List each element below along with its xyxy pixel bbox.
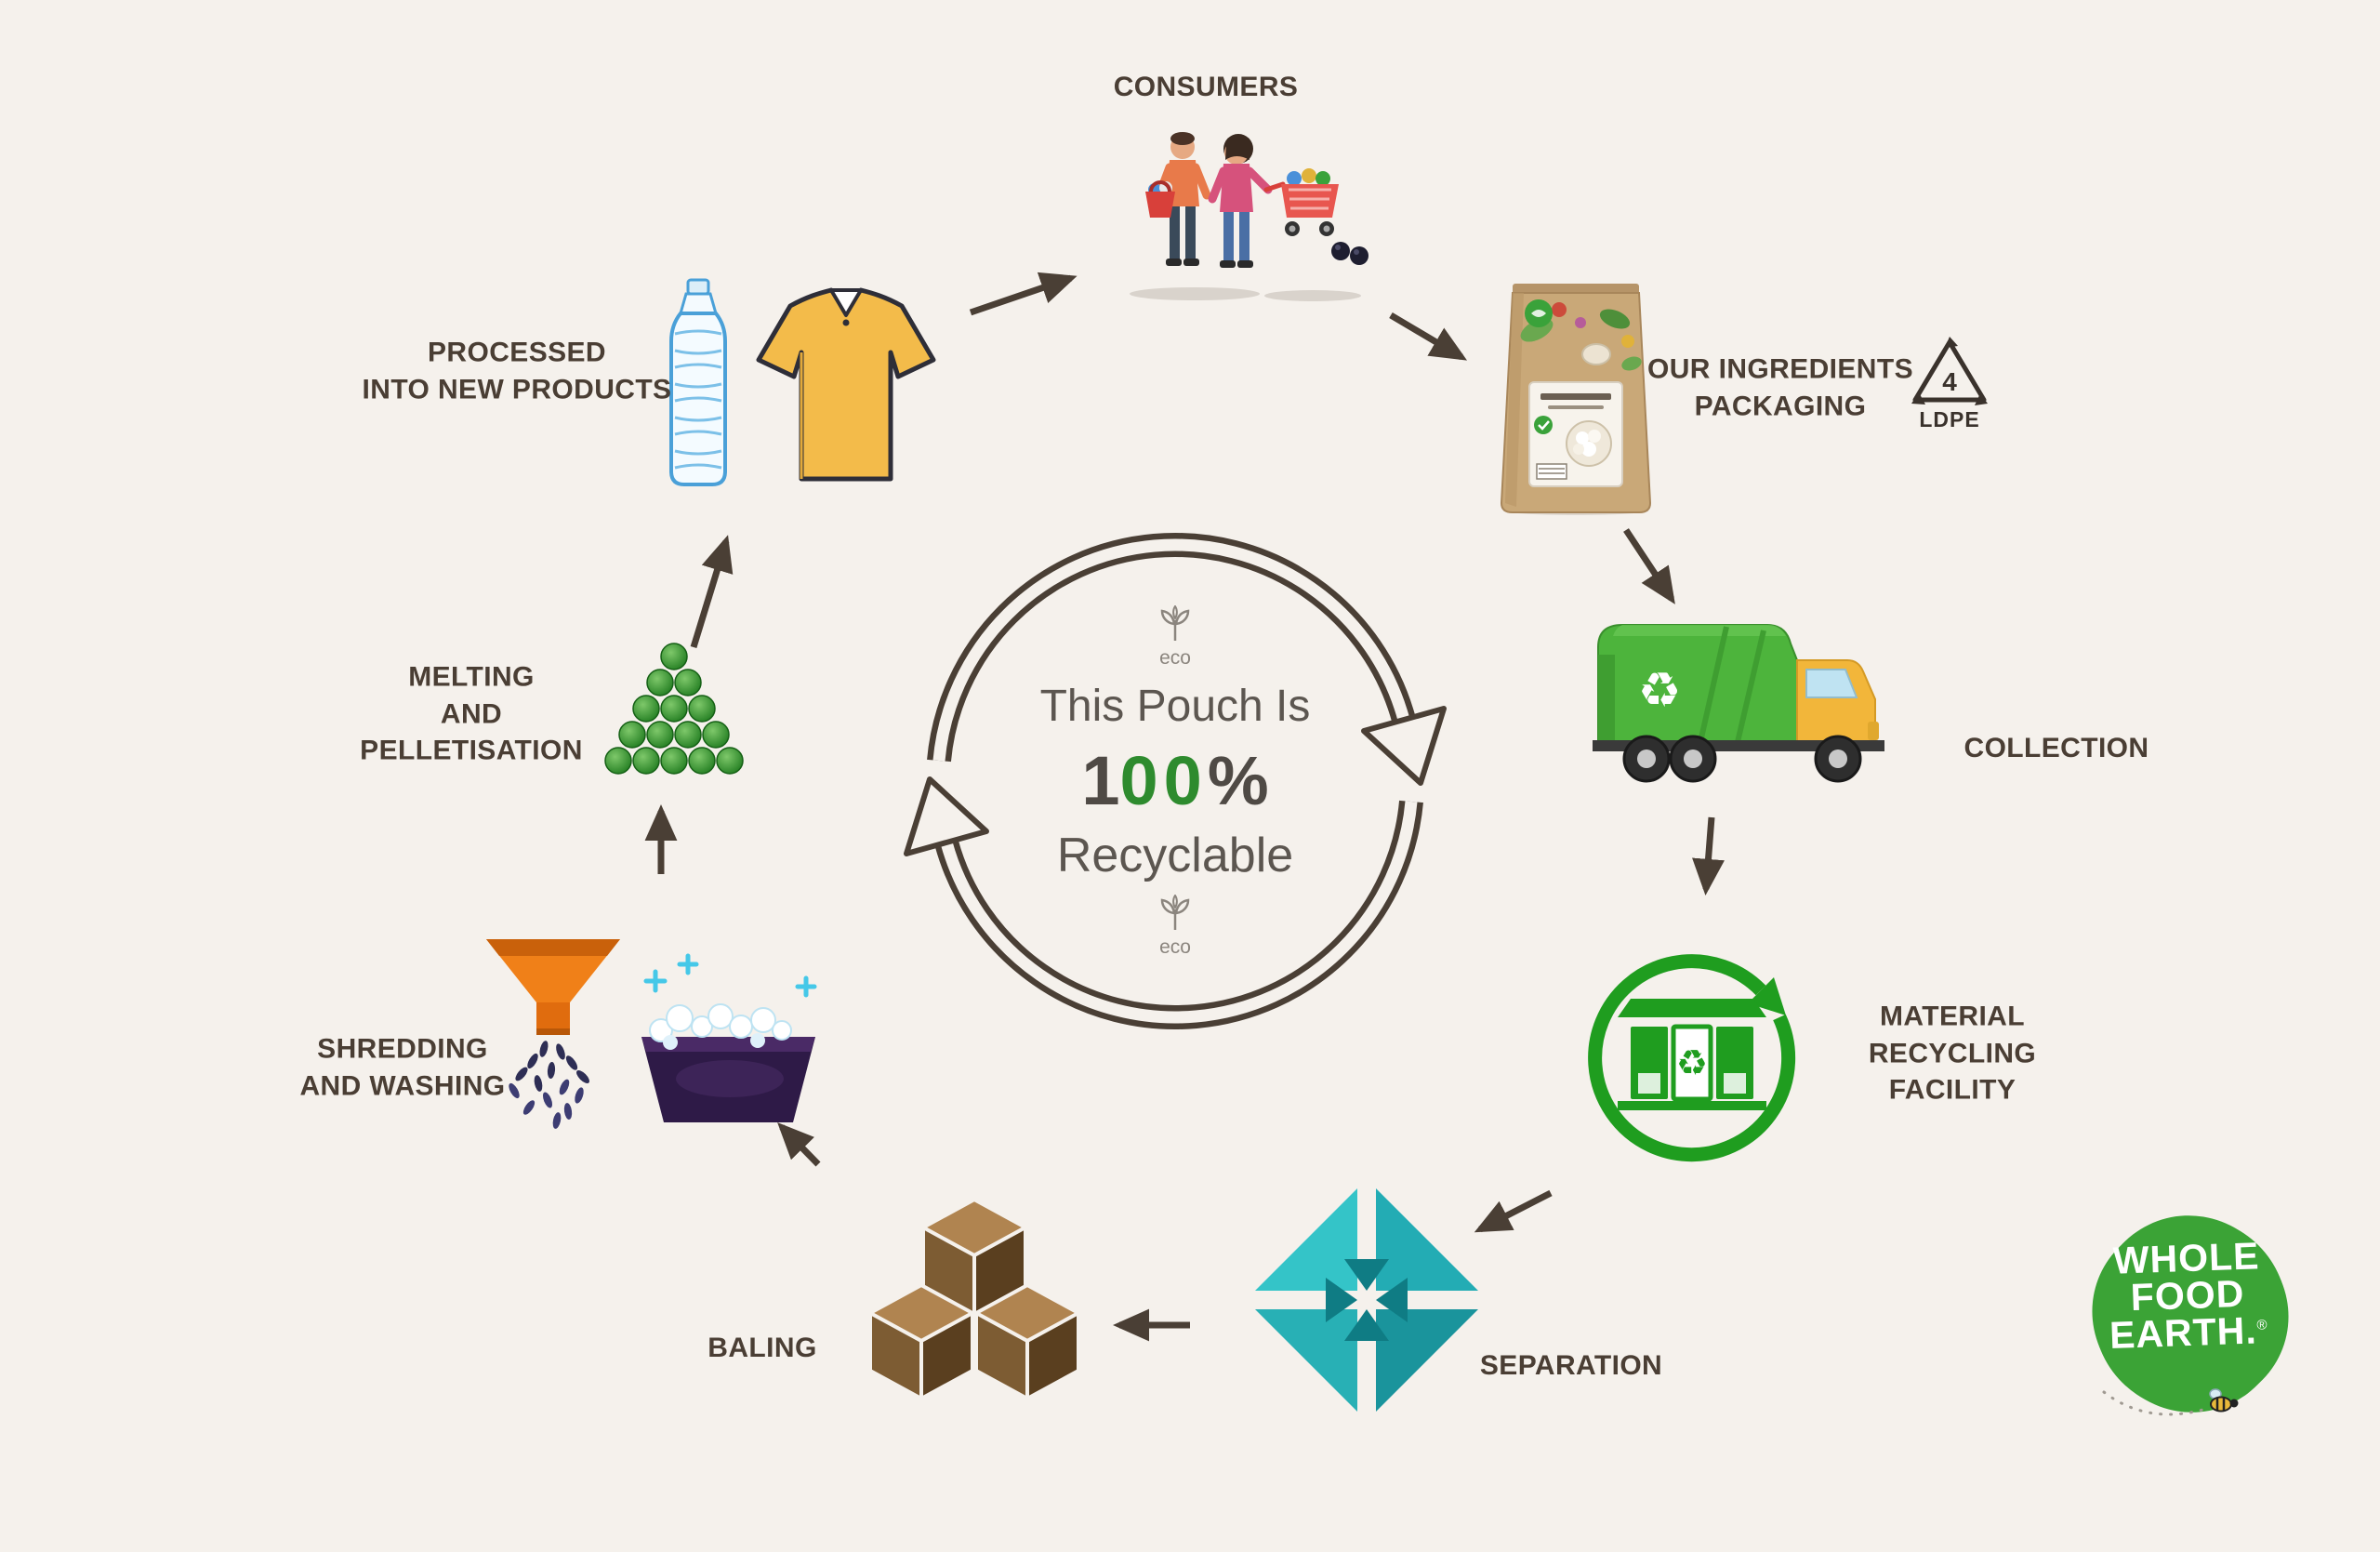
label-collection: COLLECTION bbox=[1964, 733, 2149, 764]
label-mrf: MATERIAL RECYCLING FACILITY bbox=[1868, 1001, 2037, 1106]
ldpe-recycling-code-icon: 4 LDPE bbox=[1911, 337, 1988, 431]
label-baling: BALING bbox=[707, 1333, 817, 1364]
separation-icon bbox=[1236, 1170, 1497, 1430]
collection-truck-icon: ♻ bbox=[1593, 624, 1884, 783]
label-processed: PROCESSED INTO NEW PRODUCTS bbox=[362, 337, 672, 405]
mrf-recycle-glyph: ♻ bbox=[1676, 1042, 1708, 1083]
new-products-icon bbox=[669, 278, 936, 486]
bee-icon bbox=[2102, 1388, 2239, 1416]
registered-mark: ® bbox=[2256, 1317, 2268, 1334]
material-recycling-facility-icon: ♻ bbox=[1588, 954, 1796, 1162]
label-shredding: SHREDDING AND WASHING bbox=[299, 1033, 506, 1101]
center-line-2: Recyclable bbox=[1056, 829, 1294, 882]
percent-zeros: 00 bbox=[1119, 742, 1208, 819]
eco-label-top: eco bbox=[1159, 647, 1191, 669]
label-separation: SEPARATION bbox=[1479, 1350, 1663, 1382]
eco-label-bottom: eco bbox=[1159, 936, 1191, 958]
cycle-center-message: eco This Pouch Is 100% Recyclable eco bbox=[915, 604, 1435, 958]
arrow-collection-to-mrf bbox=[1692, 816, 1725, 895]
arrow-packaging-to-collection bbox=[1623, 528, 1675, 604]
whole-food-earth-logo: WHOLE FOOD EARTH.® bbox=[2085, 1212, 2299, 1426]
percent-one: 1 bbox=[1081, 742, 1120, 819]
label-melting: MELTING AND PELLETISATION bbox=[360, 661, 583, 766]
pouch-icon bbox=[1500, 284, 1652, 515]
eco-sprout-icon bbox=[1160, 604, 1190, 641]
eco-top: eco bbox=[915, 604, 1435, 669]
logo-line-3: EARTH.® bbox=[2109, 1308, 2268, 1358]
eco-sprout-icon bbox=[1160, 894, 1190, 930]
logo-circle bbox=[2092, 1215, 2289, 1413]
arrow-processed-to-consumers bbox=[969, 272, 1078, 316]
arrow-melting-to-processed bbox=[690, 535, 734, 649]
label-packaging: OUR INGREDIENTS PACKAGING bbox=[1646, 353, 1914, 421]
consumers-icon bbox=[1130, 132, 1368, 301]
arrow-consumers-to-packaging bbox=[1389, 312, 1468, 361]
ldpe-label: LDPE bbox=[1919, 407, 1979, 431]
arrow-baling-to-shredding bbox=[777, 1121, 821, 1167]
center-line-1: This Pouch Is bbox=[1039, 682, 1311, 731]
logo-text: WHOLE FOOD EARTH.® bbox=[2091, 1234, 2284, 1358]
label-consumers: CONSUMERS bbox=[1113, 72, 1299, 103]
percent-sign: % bbox=[1207, 742, 1269, 819]
center-percent: 100% bbox=[915, 741, 1435, 820]
ldpe-number: 4 bbox=[1942, 367, 1957, 396]
eco-bottom: eco bbox=[915, 894, 1435, 958]
baling-icon bbox=[868, 1198, 1080, 1400]
pellets-icon bbox=[604, 643, 744, 775]
shredding-washing-icon bbox=[486, 939, 817, 1129]
truck-recycle-glyph: ♻ bbox=[1638, 663, 1682, 719]
